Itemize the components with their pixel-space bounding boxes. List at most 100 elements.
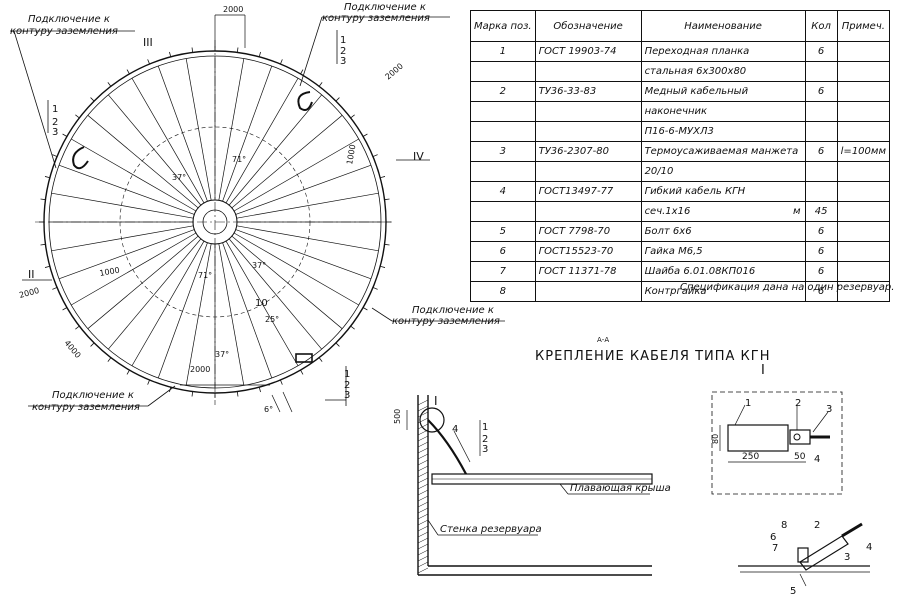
roof-spoke [157,242,208,379]
spec-cell: 6 [804,81,838,102]
spec-cell [804,161,838,182]
detail-mark-3: 3 [826,404,832,415]
side-mark-5: 5 [790,586,796,596]
angle-6: 6° [264,405,273,414]
transition-plate [727,424,789,452]
roof-spoke [222,65,273,202]
rim-tick [300,369,304,375]
mark-10: 10 [255,298,268,309]
roof-spoke [233,138,359,212]
wall-hatch [417,423,429,430]
mark-2-section: 2 [482,434,488,445]
rim-tick [90,342,95,347]
rim-tick [75,114,80,119]
side-bolt [797,547,809,563]
roof-spoke [233,232,359,306]
spec-cell: Шайба 6.01.08КП016 [640,261,806,282]
section-title: КРЕПЛЕНИЕ КАБЕЛЯ ТИПА КГН [535,349,771,364]
rim-tick [335,97,340,102]
spec-cell: 7 [470,261,536,282]
spec-cell: наконечник [640,101,806,122]
section-aa-mark: А-А [597,336,610,344]
side-mark-7: 7 [772,543,778,554]
rim-tick [44,176,50,179]
side-lug [799,535,849,571]
tank-plan-view [35,14,395,413]
angle-25: 25° [265,315,279,324]
spec-header-qty: Кол [804,10,838,42]
spec-cell: 20/10 [640,161,806,182]
spec-cell: 6 [804,261,838,282]
spec-cell: ТУ36-33-83 [534,81,642,102]
detail-mark-4: 4 [814,454,820,465]
dim-500: 500 [393,409,402,424]
roof-spoke [236,192,379,219]
roof-spoke [236,225,379,252]
cable-loop-left [72,146,89,170]
angle-37-top: 37° [172,173,186,182]
spec-cell: 2 [470,81,536,102]
rim-tick [258,387,261,393]
tank-wall-label: Стенка резервуара [440,524,542,535]
spec-cell: 6 [470,241,536,262]
roof-spoke [87,115,199,209]
angle-71-bottom: 71° [198,271,212,280]
wall-hatch [417,513,429,520]
rim-tick [107,82,112,87]
spec-cell: Болт 6х6 [640,221,806,242]
spec-cell [836,121,891,142]
wall-hatch [417,453,429,460]
rim-tick [62,307,68,311]
mark-1-bottom: 1 [344,369,350,380]
wall-hatch [417,483,429,490]
roof-spoke [131,240,205,366]
detail-mark-i: I [761,363,765,378]
spec-cell [836,41,891,62]
mark-1-left: 1 [52,104,58,115]
roof-spoke [218,58,245,201]
spec-cell: ГОСТ13497-77 [534,181,642,202]
mark-3-top: 3 [340,56,346,67]
roof-spoke [157,65,208,202]
roof-spoke [58,164,195,215]
rim-tick [107,357,112,362]
dim-250: 250 [742,452,759,462]
roof-spoke [58,229,195,280]
rim-tick [52,154,58,157]
rim-tick [384,198,390,201]
ground-label-topright-2: контуру заземления [322,13,430,24]
spec-cell: 1 [470,41,536,62]
dim-80: 80 [711,434,720,444]
specification-table: Марка поз. Обозначение Наименование Кол … [470,10,891,302]
dim-1000-left: 1000 [99,266,121,278]
wall-hatch [417,549,429,556]
spec-cell [836,281,891,302]
wall-hatch [417,555,429,562]
roof-spoke [185,243,212,386]
rim-tick [40,243,46,246]
wall-hatch [417,465,429,472]
cable-clamp-bottom [295,353,313,363]
rim-tick [90,97,95,102]
spec-cell [470,121,536,142]
spec-cell: ГОСТ 19903-74 [534,41,642,62]
view-mark-iii: III [143,36,153,49]
spec-header-row: Марка поз. Обозначение Наименование Кол … [470,10,891,42]
spec-cell: ГОСТ 11371-78 [534,261,642,282]
spec-cell: l=100мм [836,141,891,162]
floating-roof-label: Плавающая крыша [570,483,671,494]
mark-3-left: 3 [52,127,58,138]
rim-tick [280,59,283,65]
ground-label-bottom-2: контуру заземления [32,402,140,413]
wall-hatch [417,501,429,508]
ground-label-topleft-1: Подключение к [28,14,110,25]
spec-cell [804,121,838,142]
spec-cell: 6 [804,241,838,262]
